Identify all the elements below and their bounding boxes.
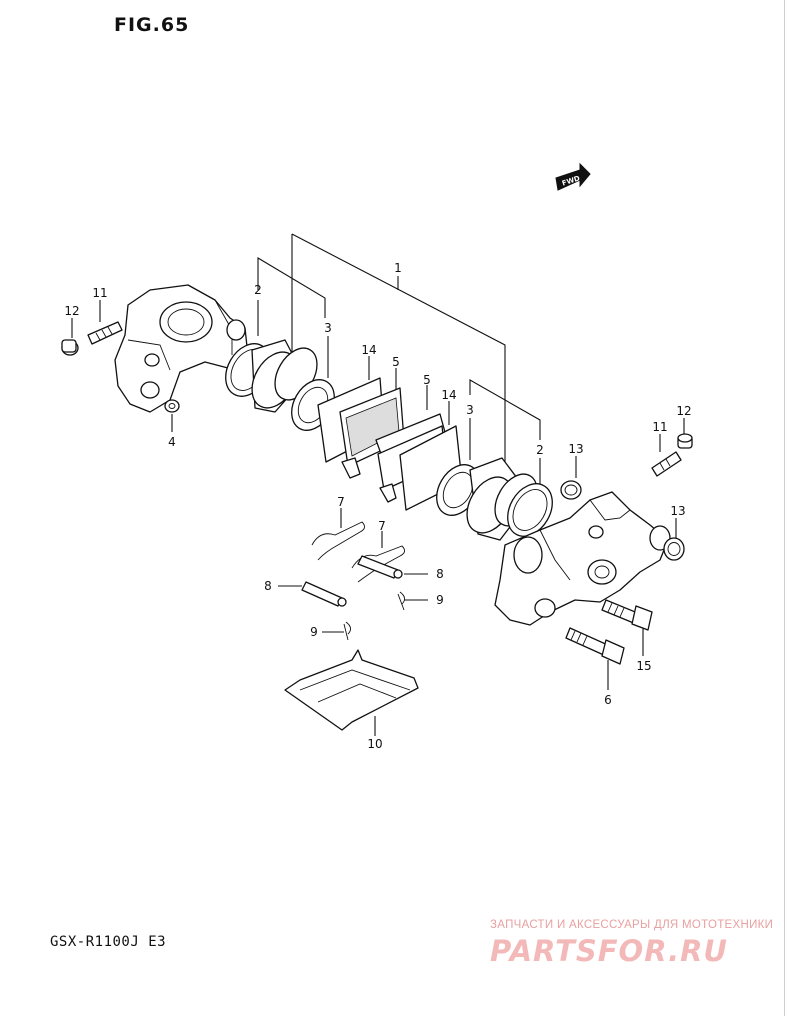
callout-15: 15 xyxy=(636,659,651,673)
page-edge-rule xyxy=(784,0,785,1016)
forward-arrow-icon: FWD xyxy=(555,162,591,191)
callout-12-left: 12 xyxy=(64,304,79,318)
callout-14-left: 14 xyxy=(361,343,376,357)
bolt-6 xyxy=(565,627,625,665)
callout-9-left: 9 xyxy=(310,625,318,639)
bolt-15 xyxy=(601,599,653,631)
callout-9-right: 9 xyxy=(436,593,444,607)
pin-clip-left xyxy=(343,621,351,641)
pad-cover xyxy=(284,649,419,731)
bleeder-valve-right xyxy=(651,451,682,477)
bleeder-valve-left xyxy=(87,321,123,345)
callout-2-left: 2 xyxy=(254,283,262,297)
callout-4: 4 xyxy=(168,435,176,449)
callout-10: 10 xyxy=(367,737,382,751)
piston-seal-right xyxy=(507,483,553,537)
leader-lines xyxy=(71,233,685,736)
model-code: GSX-R1100J E3 xyxy=(50,934,167,950)
callout-8-left: 8 xyxy=(264,579,272,593)
callout-13-upper: 13 xyxy=(568,442,583,456)
callout-5-right: 5 xyxy=(423,373,431,387)
bleeder-cap-left xyxy=(61,339,79,356)
callout-11-left: 11 xyxy=(92,286,107,300)
callout-7-right: 7 xyxy=(378,519,386,533)
bleeder-cap-right xyxy=(677,433,693,449)
callout-12-right: 12 xyxy=(676,404,691,418)
watermark-logo: PARTSFOR.RU xyxy=(490,934,728,968)
callout-7-left: 7 xyxy=(337,495,345,509)
pad-pin-left xyxy=(301,581,347,607)
callout-11-right: 11 xyxy=(652,420,667,434)
callout-14-right: 14 xyxy=(441,388,456,402)
o-ring-upper xyxy=(560,480,582,500)
callout-1: 1 xyxy=(394,261,402,275)
callout-3-left: 3 xyxy=(324,321,332,335)
washer-left xyxy=(164,399,180,413)
caliper-housing-left xyxy=(114,284,249,413)
pin-clip-right xyxy=(397,591,405,611)
o-ring-right xyxy=(663,537,685,561)
figure-title: FIG.65 xyxy=(114,14,190,36)
caliper-housing-right xyxy=(494,491,671,626)
callout-2-right: 2 xyxy=(536,443,544,457)
callout-5-left: 5 xyxy=(392,355,400,369)
callout-3-right: 3 xyxy=(466,403,474,417)
callout-labels: 1 2 2 3 3 4 5 5 6 7 7 8 8 9 9 10 11 11 1… xyxy=(64,261,691,751)
callout-13-right: 13 xyxy=(670,504,685,518)
pad-pin-right xyxy=(357,555,403,579)
watermark-subtitle: ЗАПЧАСТИ И АКСЕССУАРЫ ДЛЯ МОТОТЕХНИКИ xyxy=(490,919,774,931)
callout-6: 6 xyxy=(604,693,612,707)
pad-spring-left xyxy=(311,521,365,561)
callout-8-right: 8 xyxy=(436,567,444,581)
